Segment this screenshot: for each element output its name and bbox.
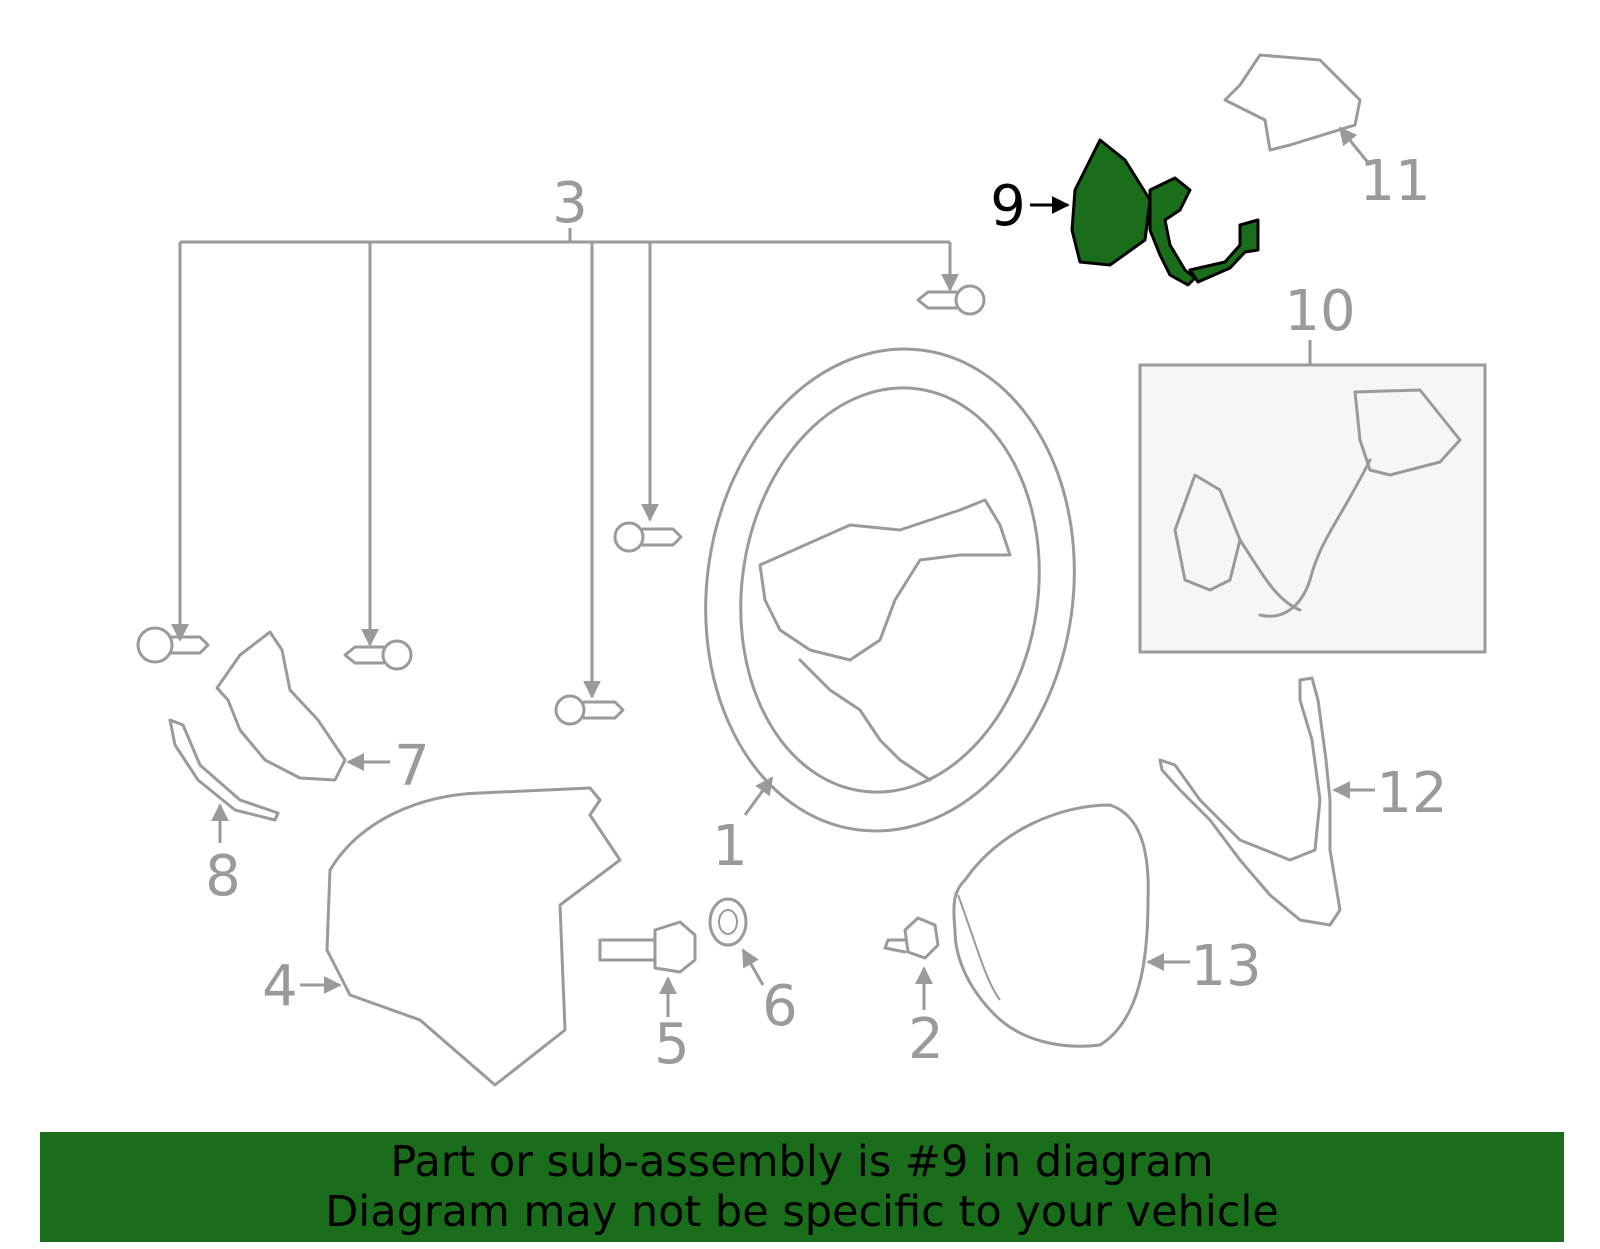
callout-8: 8 xyxy=(205,844,241,909)
part-11-cover[interactable]: 11 xyxy=(1223,53,1431,214)
part-2-nut[interactable]: 2 xyxy=(883,916,944,1072)
callout-10: 10 xyxy=(1284,279,1355,344)
callout-5: 5 xyxy=(654,1012,690,1077)
parts-diagram: 3 11 9 10 1 7 xyxy=(136,53,1487,1087)
part-7-bezel[interactable]: 7 xyxy=(215,630,430,799)
callout-3: 3 xyxy=(552,171,588,236)
part-13-airbag[interactable]: 13 xyxy=(952,803,1262,1048)
part-4-lower-cover[interactable]: 4 xyxy=(262,786,622,1087)
callout-6: 6 xyxy=(762,974,798,1039)
callout-9: 9 xyxy=(990,174,1026,239)
part-5-bolt[interactable]: 5 xyxy=(598,920,697,1077)
callout-11: 11 xyxy=(1359,149,1430,214)
part-12-trim-cover[interactable]: 12 xyxy=(1158,676,1448,927)
callout-2: 2 xyxy=(908,1007,944,1072)
part-1-steering-wheel[interactable]: 1 xyxy=(675,325,1105,879)
part-10-switch-assembly[interactable]: 10 xyxy=(1138,279,1487,654)
part-9-switch[interactable]: 9 xyxy=(990,138,1260,287)
banner-line-2: Diagram may not be specific to your vehi… xyxy=(325,1187,1279,1237)
callout-1: 1 xyxy=(712,814,748,879)
part-3-screws[interactable]: 3 xyxy=(136,171,986,726)
callout-4: 4 xyxy=(262,954,298,1019)
callout-13: 13 xyxy=(1190,934,1261,999)
part-8-trim[interactable]: 8 xyxy=(168,718,280,909)
callout-7: 7 xyxy=(394,734,430,799)
part-6-washer[interactable]: 6 xyxy=(708,897,798,1039)
banner-line-1: Part or sub-assembly is #9 in diagram xyxy=(390,1137,1214,1187)
info-banner: Part or sub-assembly is #9 in diagram Di… xyxy=(40,1132,1564,1242)
callout-12: 12 xyxy=(1376,761,1447,826)
